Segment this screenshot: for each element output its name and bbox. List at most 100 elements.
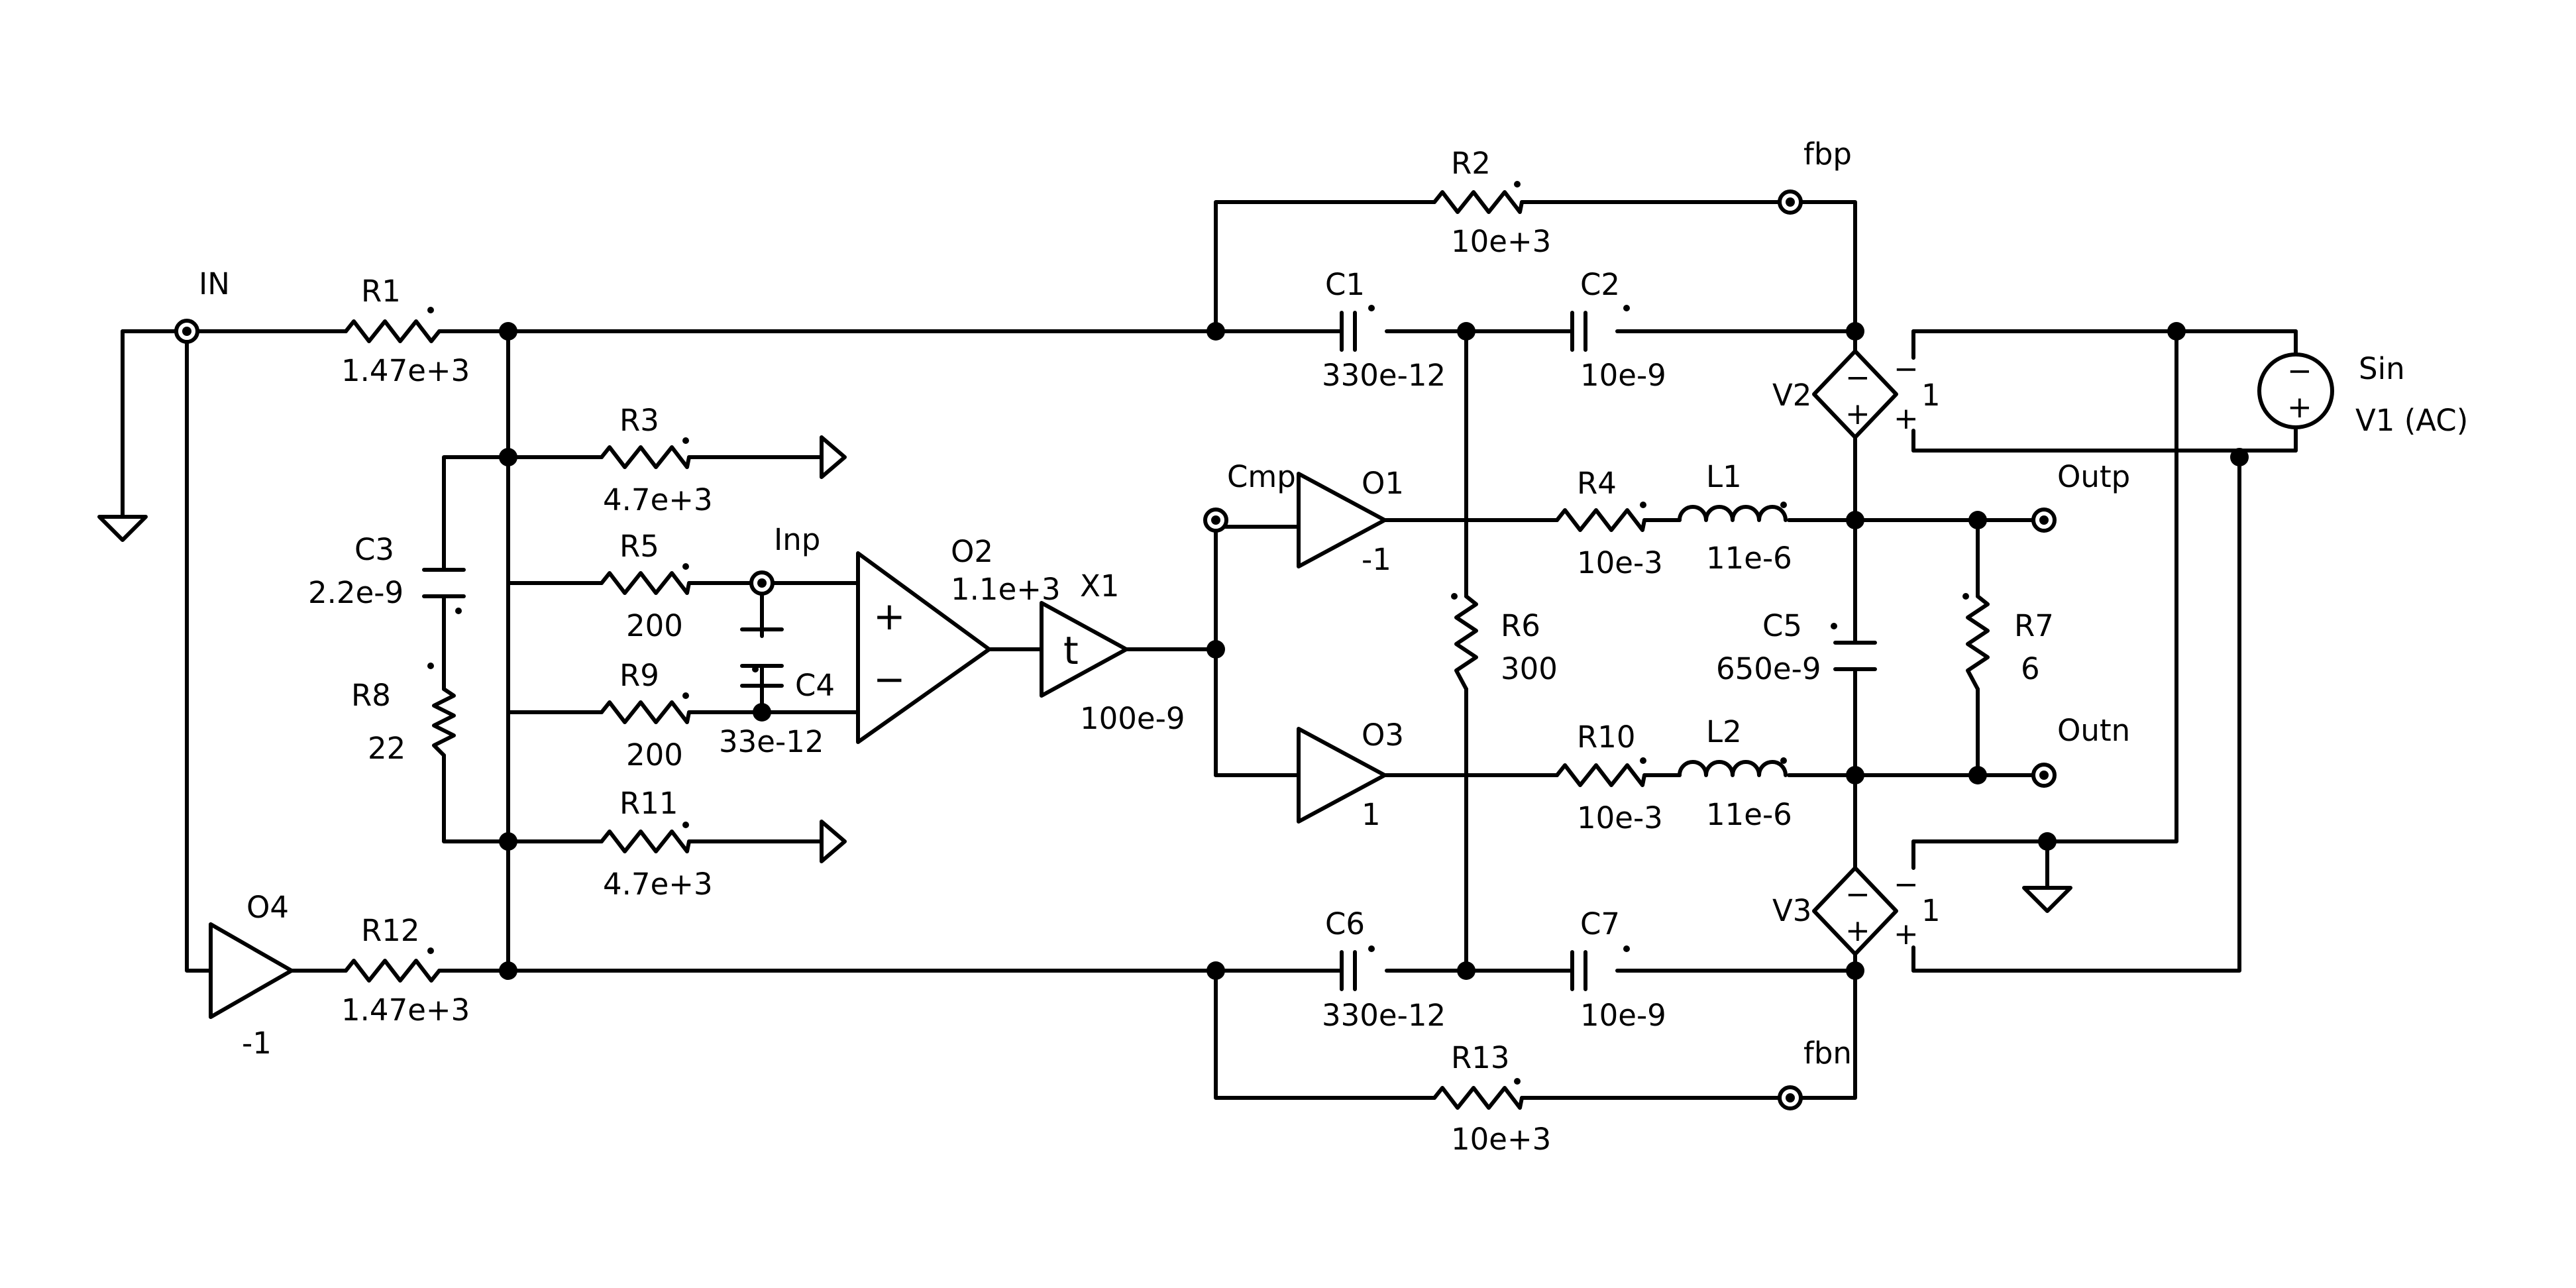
r9-value: 200 — [626, 737, 683, 773]
r3-name: R3 — [619, 403, 659, 438]
r13-value: 10e+3 — [1451, 1122, 1551, 1157]
v3-name: V3 — [1772, 893, 1811, 928]
resistor-r13: R13 10e+3 — [1432, 1040, 1551, 1157]
resistor-r3: R3 4.7e+3 — [600, 403, 713, 517]
l1-value: 11e-6 — [1706, 541, 1792, 576]
dependent-source-v3: − + V3 − + 1 — [1772, 839, 1941, 973]
v3-ctrl-minus: − — [1894, 867, 1919, 902]
r12-name: R12 — [361, 913, 420, 948]
r11-name: R11 — [619, 786, 678, 821]
port-outn: Outn — [1976, 713, 2130, 788]
port-inp: Inp — [749, 522, 820, 596]
r3-value: 4.7e+3 — [603, 482, 713, 517]
v3-gain: 1 — [1921, 893, 1941, 928]
v2-minus: − — [1845, 360, 1870, 395]
capacitor-c3: C3 2.2e-9 — [308, 532, 466, 614]
capacitor-c6: C6 330e-12 — [1322, 906, 1446, 1033]
c4-value: 33e-12 — [719, 724, 824, 759]
r4-value: 10e-3 — [1577, 545, 1663, 580]
v1-minus: − — [2287, 353, 2312, 388]
c3-name: C3 — [354, 532, 394, 567]
o1-name: O1 — [1362, 466, 1404, 501]
resistor-r4: R4 10e-3 — [1555, 466, 1663, 580]
capacitor-c4: C4 33e-12 — [719, 627, 835, 759]
o2-plus: + — [873, 594, 906, 639]
c2-value: 10e-9 — [1580, 358, 1666, 393]
resistor-r6: R6 300 — [1451, 593, 1558, 691]
o3-name: O3 — [1362, 718, 1404, 753]
amplifier-o1: O1 -1 — [1297, 466, 1404, 577]
r9-name: R9 — [619, 658, 659, 693]
l2-name: L2 — [1706, 714, 1742, 749]
l2-value: 11e-6 — [1706, 797, 1792, 832]
r7-value: 6 — [2021, 651, 2040, 686]
o2-minus: − — [873, 657, 906, 702]
c2-name: C2 — [1580, 267, 1620, 302]
port-in-label: IN — [199, 266, 230, 301]
c6-value: 330e-12 — [1322, 998, 1446, 1033]
resistor-r7: R7 6 — [1962, 593, 2054, 691]
port-fbp: fbp — [1778, 136, 1852, 215]
port-cmp-label: Cmp — [1227, 459, 1296, 494]
port-inp-label: Inp — [774, 522, 820, 557]
resistor-r5: R5 200 — [600, 529, 691, 643]
c7-value: 10e-9 — [1580, 998, 1666, 1033]
inductor-l2: L2 11e-6 — [1678, 714, 1792, 832]
capacitor-c5: C5 650e-9 — [1716, 608, 1877, 686]
ground-arrow-icon — [820, 820, 847, 863]
r1-value: 1.47e+3 — [341, 353, 470, 388]
junctions — [499, 322, 2249, 980]
port-outp-label: Outp — [2057, 459, 2130, 494]
inductor-l1: L1 11e-6 — [1678, 459, 1792, 576]
opamp-o2: + − O2 1.1e+3 — [856, 534, 1061, 744]
v2-gain: 1 — [1921, 378, 1941, 413]
port-outp: Outp — [1976, 459, 2130, 533]
o4-name: O4 — [246, 890, 289, 925]
r2-name: R2 — [1451, 146, 1491, 181]
resistor-r10: R10 10e-3 — [1555, 720, 1663, 835]
r6-name: R6 — [1501, 608, 1540, 643]
r8-value: 22 — [368, 731, 405, 766]
r10-name: R10 — [1577, 720, 1636, 755]
r11-value: 4.7e+3 — [603, 867, 713, 902]
port-fbn-label: fbn — [1803, 1036, 1852, 1071]
o3-gain: 1 — [1362, 797, 1381, 832]
v3-plus: + — [1845, 913, 1870, 948]
resistor-r12: R12 1.47e+3 — [341, 913, 470, 1028]
r6-value: 300 — [1501, 651, 1558, 686]
v3-ctrl-plus: + — [1894, 916, 1919, 951]
c3-value: 2.2e-9 — [308, 575, 403, 610]
ac-source-v1: − + Sin V1 (AC) — [2257, 329, 2468, 453]
resistor-r9: R9 200 — [600, 658, 691, 773]
resistor-r1: R1 1.47e+3 — [341, 274, 470, 388]
amplifier-o3: O3 1 — [1297, 718, 1404, 832]
v3-minus: − — [1845, 877, 1870, 912]
x1-value: 100e-9 — [1080, 701, 1185, 736]
ground-symbol — [97, 515, 148, 542]
c4-name: C4 — [795, 668, 835, 703]
resistor-r2: R2 10e+3 — [1432, 146, 1551, 259]
port-outn-label: Outn — [2057, 713, 2130, 748]
r7-name: R7 — [2014, 608, 2054, 643]
delay-x1: t X1 100e-9 — [1040, 568, 1185, 736]
port-cmp: Cmp — [1203, 459, 1296, 533]
capacitor-c1: C1 330e-12 — [1322, 267, 1446, 393]
dependent-source-v2: − + V2 − + 1 — [1772, 329, 1941, 453]
r10-value: 10e-3 — [1577, 800, 1663, 835]
c1-name: C1 — [1325, 267, 1365, 302]
c5-value: 650e-9 — [1716, 651, 1821, 686]
port-fbp-label: fbp — [1803, 136, 1852, 172]
c7-name: C7 — [1580, 906, 1620, 941]
v2-plus: + — [1845, 396, 1870, 431]
c6-name: C6 — [1325, 906, 1365, 941]
r4-name: R4 — [1577, 466, 1617, 501]
port-in: IN — [174, 266, 230, 344]
r12-value: 1.47e+3 — [341, 993, 470, 1028]
v1-type: Sin — [2359, 351, 2405, 386]
o4-gain: -1 — [242, 1026, 272, 1061]
r13-name: R13 — [1451, 1040, 1510, 1075]
x1-name: X1 — [1080, 568, 1119, 604]
c1-value: 330e-12 — [1322, 358, 1446, 393]
r5-name: R5 — [619, 529, 659, 564]
